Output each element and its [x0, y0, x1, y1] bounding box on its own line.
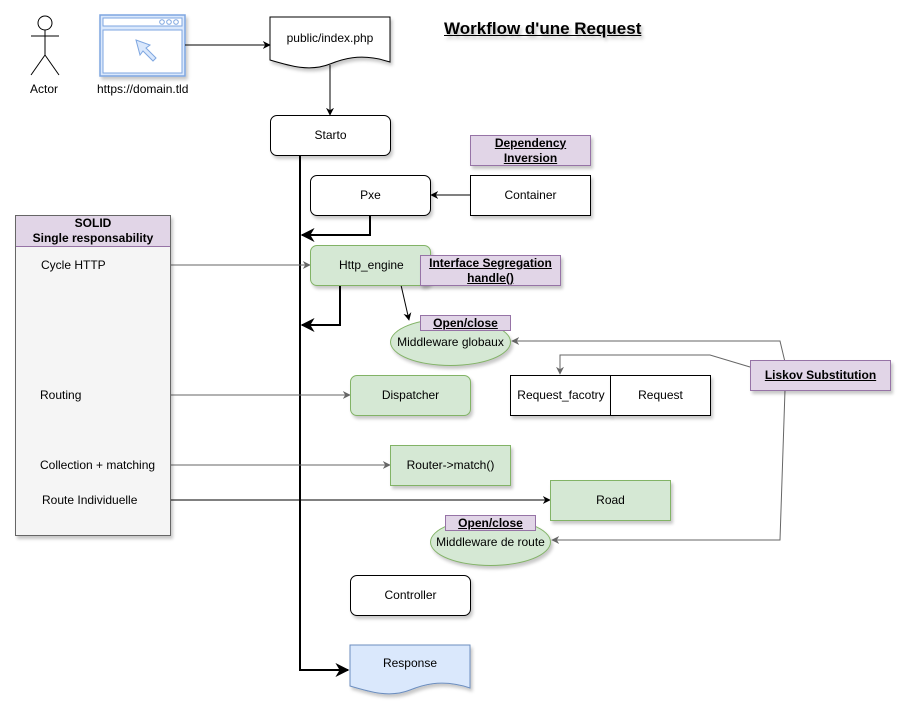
actor-icon: [30, 15, 60, 76]
solid-item-route-individuelle: Route Individuelle: [42, 493, 138, 507]
middleware-globaux-node: Middleware globaux: [390, 318, 511, 366]
dispatcher-node: Dispatcher: [350, 375, 471, 416]
request-factory-node: Request_facotry: [510, 375, 611, 416]
arrow-http-engine-to-middleware: [400, 284, 412, 321]
controller-node: Controller: [350, 575, 471, 616]
browser-window-icon: [99, 14, 186, 77]
open-close-route-label: Open/close: [445, 515, 536, 531]
solid-header-line-1: SOLID: [74, 216, 112, 230]
arrow-liskov-to-middleware-route: [551, 389, 786, 544]
interface-segregation-label: Interface Segregation handle(): [420, 255, 561, 286]
container-node: Container: [470, 175, 591, 216]
liskov-substitution-label: Liskov Substitution: [750, 360, 891, 391]
arrow-pxe-to-spine: [300, 215, 371, 242]
open-close-global-label: Open/close: [420, 315, 511, 331]
solid-header-line-2: Single responsability: [32, 231, 154, 245]
dependency-inversion-line-1: Dependency: [494, 135, 567, 150]
dependency-inversion-line-2: Inversion: [503, 150, 558, 165]
browser-label: https://domain.tld: [97, 82, 189, 96]
solid-item-routing: Routing: [40, 388, 82, 402]
arrow-liskov-to-middleware-globaux: [511, 337, 786, 363]
dependency-inversion-label: Dependency Inversion: [470, 135, 591, 166]
road-node: Road: [550, 480, 671, 521]
actor-label: Actor: [30, 82, 59, 96]
router-match-node: Router->match(): [390, 445, 511, 486]
arrow-liskov-to-request-factory: [556, 354, 751, 375]
arrow-http-engine-to-spine: [300, 285, 341, 332]
starto-node: Starto: [270, 115, 391, 156]
request-node: Request: [610, 375, 711, 416]
index-document-shape: [269, 16, 391, 69]
pxe-node: Pxe: [310, 175, 431, 216]
solid-panel: SOLID Single responsability: [15, 215, 171, 536]
main-flow-spine: [299, 155, 350, 677]
response-document: Response: [382, 656, 438, 670]
response-document-shape: [349, 644, 471, 695]
solid-item-collection-matching: Collection + matching: [40, 458, 156, 472]
index-document: public/index.php: [286, 31, 374, 45]
solid-panel-header: SOLID Single responsability: [16, 216, 170, 247]
interface-segregation-line-2: handle(): [467, 270, 514, 285]
diagram-title: Workflow d'une Request: [444, 19, 642, 38]
http-engine-node: Http_engine: [310, 245, 431, 286]
interface-segregation-line-1: Interface Segregation: [429, 255, 552, 270]
solid-item-cycle-http: Cycle HTTP: [41, 258, 106, 272]
